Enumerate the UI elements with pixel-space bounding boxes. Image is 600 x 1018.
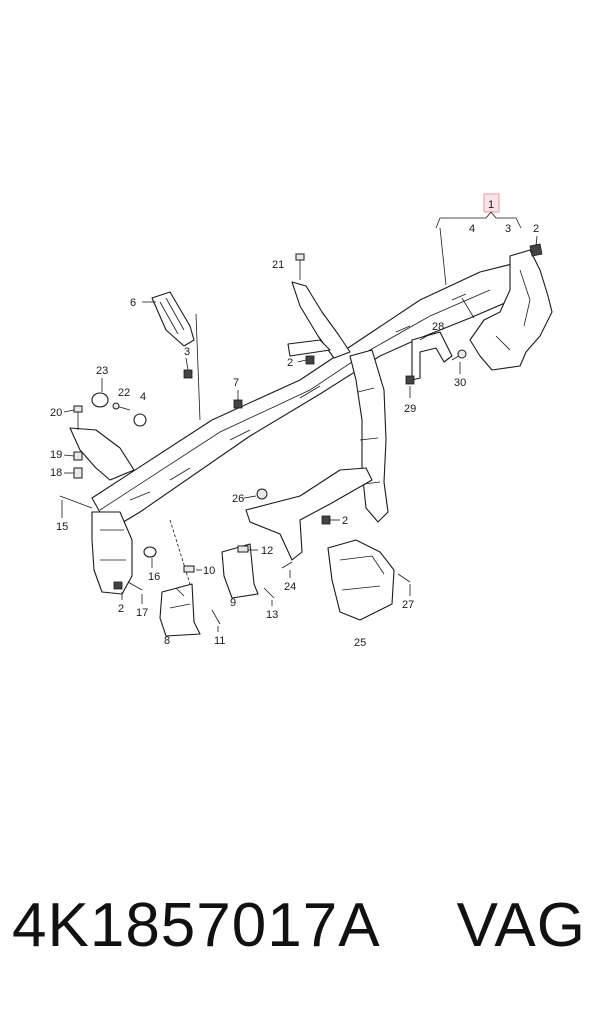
right-end-bracket (469, 249, 553, 371)
cover-25 (327, 539, 395, 621)
callout-6[interactable]: 6 (130, 297, 136, 309)
callout-30[interactable]: 30 (454, 377, 466, 389)
callout-2-lower-left[interactable]: 2 (118, 603, 124, 615)
callout-10[interactable]: 10 (203, 565, 215, 577)
footer: 4K1857017A VAG (0, 890, 600, 980)
callout-25[interactable]: 25 (354, 637, 366, 649)
upper-support-arm (291, 281, 351, 359)
callout-7[interactable]: 7 (233, 377, 239, 389)
callout-18[interactable]: 18 (50, 467, 62, 479)
callout-2[interactable]: 2 (533, 223, 539, 235)
callout-4[interactable]: 4 (469, 223, 475, 235)
callout-24[interactable]: 24 (284, 581, 296, 593)
callout-2-center[interactable]: 2 (287, 357, 293, 369)
bracket-8 (159, 583, 201, 637)
brand-label: VAG (456, 891, 586, 960)
callout-1[interactable]: 1 (488, 199, 494, 211)
leader-lines (61, 301, 461, 632)
callout-12[interactable]: 12 (261, 545, 273, 557)
callout-21[interactable]: 21 (272, 259, 284, 271)
part-number: 4K1857017A (12, 891, 381, 960)
bracket-28 (411, 331, 453, 381)
callout-20[interactable]: 20 (50, 407, 62, 419)
assembly-bracket-line (435, 211, 522, 229)
lower-diagonal-brace (245, 467, 373, 561)
bracket-9 (221, 543, 259, 599)
callout-17[interactable]: 17 (136, 607, 148, 619)
callout-15[interactable]: 15 (56, 521, 68, 533)
callout-2-mid[interactable]: 2 (342, 515, 348, 527)
callout-19[interactable]: 19 (50, 449, 62, 461)
clip-nut-2-top (529, 243, 543, 257)
center-vertical-support (349, 349, 389, 523)
callout-22[interactable]: 22 (118, 387, 130, 399)
callout-23[interactable]: 23 (96, 365, 108, 377)
callout-9[interactable]: 9 (230, 597, 236, 609)
callout-3-left[interactable]: 3 (184, 346, 190, 358)
fastener-set (59, 253, 467, 625)
callout-8[interactable]: 8 (164, 635, 170, 647)
callout-26[interactable]: 26 (232, 493, 244, 505)
callout-13[interactable]: 13 (266, 609, 278, 621)
left-lower-mount (91, 511, 133, 595)
exploded-parts-diagram: 1 4 3 2 (50, 193, 553, 649)
left-end-bracket (69, 427, 135, 481)
bracket-6 (151, 291, 195, 347)
callout-11[interactable]: 11 (214, 635, 225, 647)
callout-4-left[interactable]: 4 (140, 391, 146, 403)
callout-27[interactable]: 27 (402, 599, 414, 611)
callout-3[interactable]: 3 (505, 223, 511, 235)
callout-16[interactable]: 16 (148, 571, 160, 583)
callout-29[interactable]: 29 (404, 403, 416, 415)
callout-28[interactable]: 28 (432, 321, 444, 333)
